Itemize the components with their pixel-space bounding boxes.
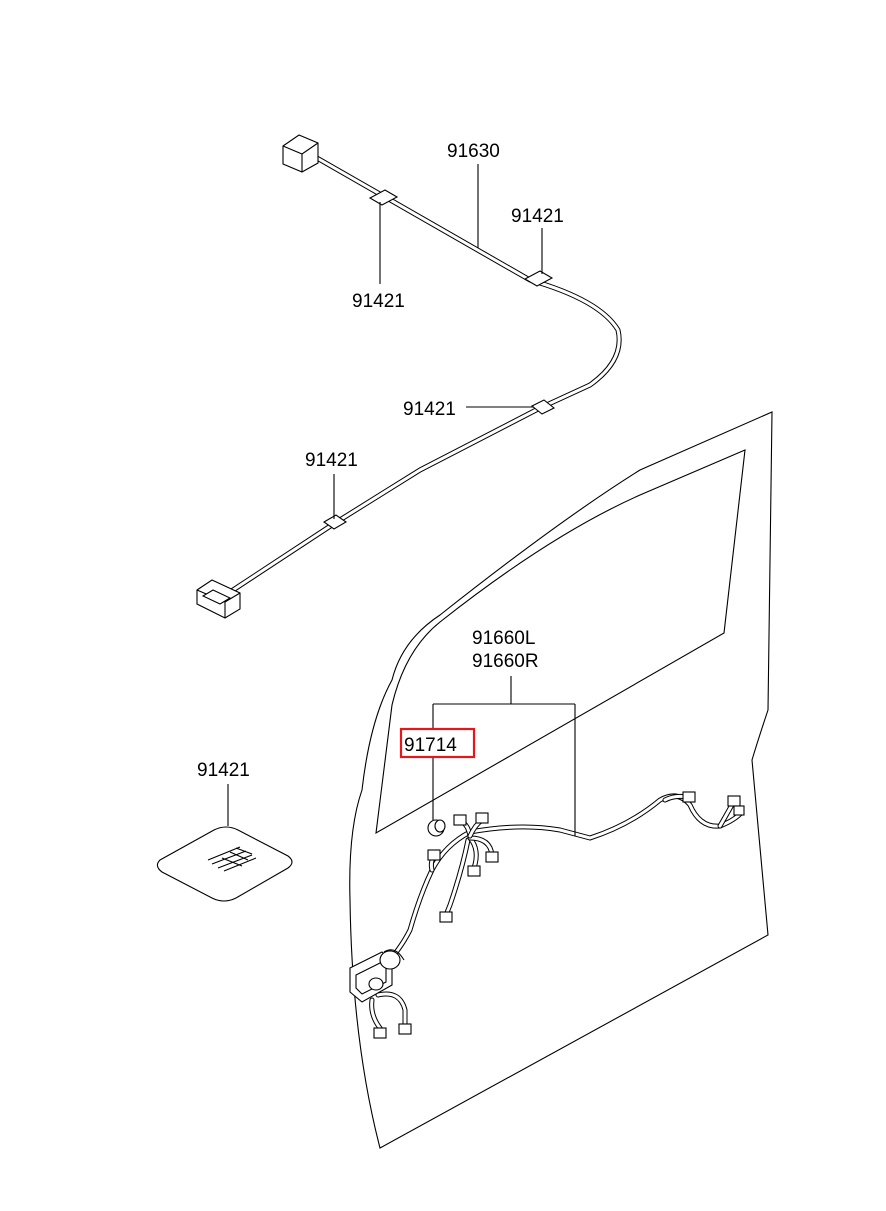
bracket-leader xyxy=(432,676,576,836)
part-label-91421: 91421 xyxy=(305,450,358,471)
harness-clip xyxy=(322,514,348,530)
harness-clip xyxy=(530,399,556,415)
door-wiring-harness[interactable] xyxy=(357,793,745,1031)
part-label-91660L: 91660L xyxy=(472,628,535,649)
part-label-91421: 91421 xyxy=(352,291,405,312)
upper-wiring-harness[interactable] xyxy=(227,151,622,595)
harness-clip-detail[interactable] xyxy=(156,826,293,902)
door-panel xyxy=(349,411,773,1149)
part-label-91660R: 91660R xyxy=(472,651,539,672)
part-label-91630: 91630 xyxy=(447,141,500,162)
part-label-91421: 91421 xyxy=(511,206,564,227)
grommet-91714[interactable] xyxy=(427,819,446,837)
part-label-91421: 91421 xyxy=(197,760,250,781)
part-label-91421: 91421 xyxy=(403,399,456,420)
harness-top-connector[interactable] xyxy=(282,134,319,173)
harness-bottom-connector[interactable] xyxy=(196,579,241,619)
harness-clip xyxy=(368,189,399,206)
part-label-91714[interactable]: 91714 xyxy=(404,735,457,756)
door-grommet-boot xyxy=(349,949,405,1003)
harness-clip xyxy=(523,270,554,287)
harness-connector xyxy=(373,791,745,1039)
highlight-box xyxy=(399,727,476,759)
